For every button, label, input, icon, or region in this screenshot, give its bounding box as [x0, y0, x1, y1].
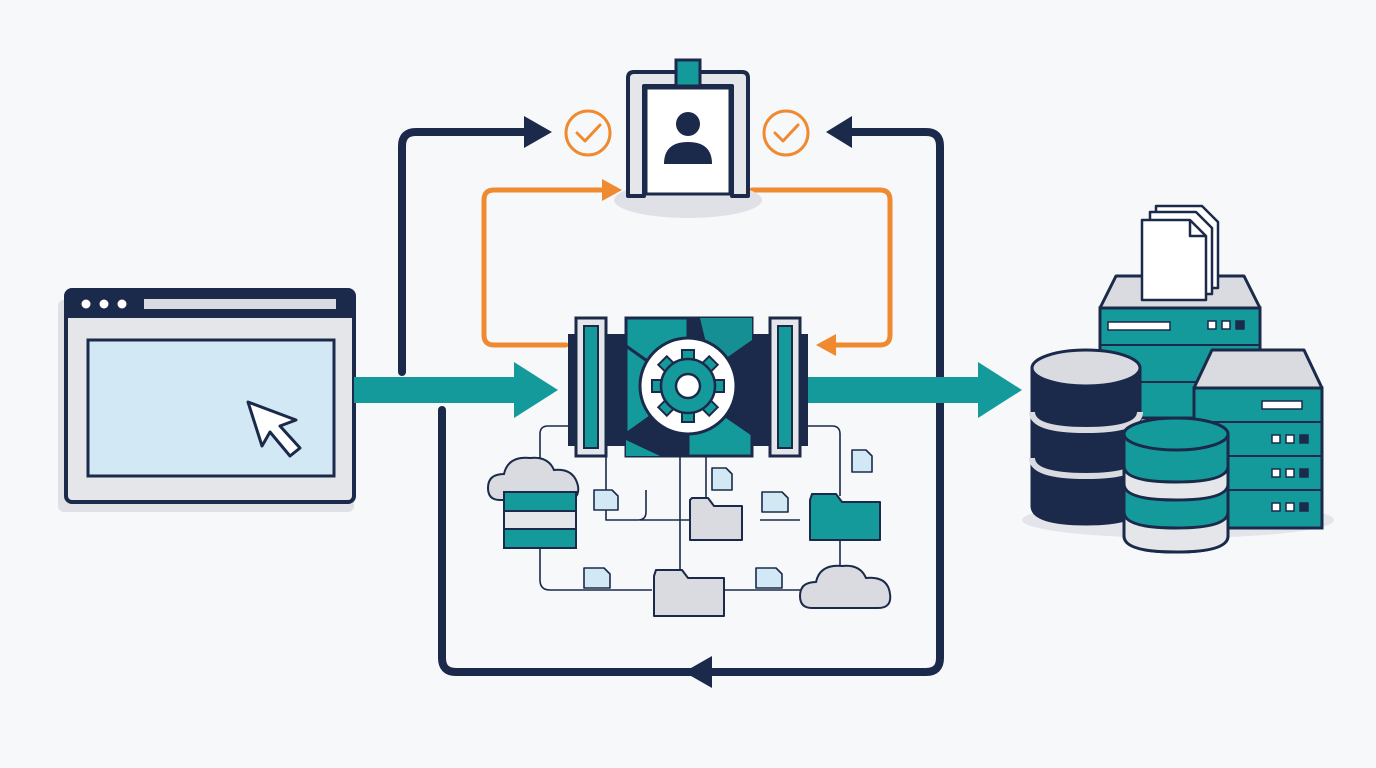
cloud-icon-right — [798, 564, 892, 609]
folder-icon-bottom — [653, 569, 725, 617]
navy-loop-bottom — [438, 406, 944, 676]
arrow-head-top-right — [826, 116, 852, 148]
teal-arrow-in — [354, 362, 558, 418]
window-dot — [117, 299, 127, 309]
address-bar — [144, 299, 336, 309]
check-icon-left — [564, 109, 612, 157]
gate-inner-panel — [644, 86, 732, 196]
cloud-storage-left — [486, 456, 580, 549]
orange-loop — [481, 187, 893, 348]
folder-icon-teal — [809, 493, 881, 541]
teal-arrow-out — [806, 362, 1022, 418]
navy-loop-top — [398, 128, 944, 564]
browser-viewport — [86, 338, 336, 478]
cursor-icon — [246, 400, 302, 458]
window-dot — [81, 299, 91, 309]
cloud-icon — [486, 456, 580, 501]
browser-window — [58, 288, 356, 512]
storage-cluster — [1022, 204, 1334, 554]
gate-top-badge — [674, 58, 702, 88]
processor-engine — [568, 316, 808, 458]
gate-frame — [626, 70, 750, 198]
document-stack-icon — [1140, 204, 1220, 302]
network-lines — [539, 425, 841, 600]
identity-gate — [614, 58, 762, 218]
doc-icon — [583, 449, 873, 589]
database-cylinder-small — [1122, 416, 1230, 554]
arrow-head-bottom — [684, 656, 712, 688]
gear-icon — [651, 349, 725, 423]
user-icon — [664, 112, 712, 164]
window-dot — [99, 299, 109, 309]
database-cylinder-large — [1029, 348, 1143, 526]
orange-arrow-head-top — [602, 179, 622, 201]
check-icon-right — [762, 109, 810, 157]
orange-arrow-head-right — [816, 334, 836, 356]
arrow-head-top-left — [524, 116, 552, 148]
folder-icon — [689, 497, 743, 541]
